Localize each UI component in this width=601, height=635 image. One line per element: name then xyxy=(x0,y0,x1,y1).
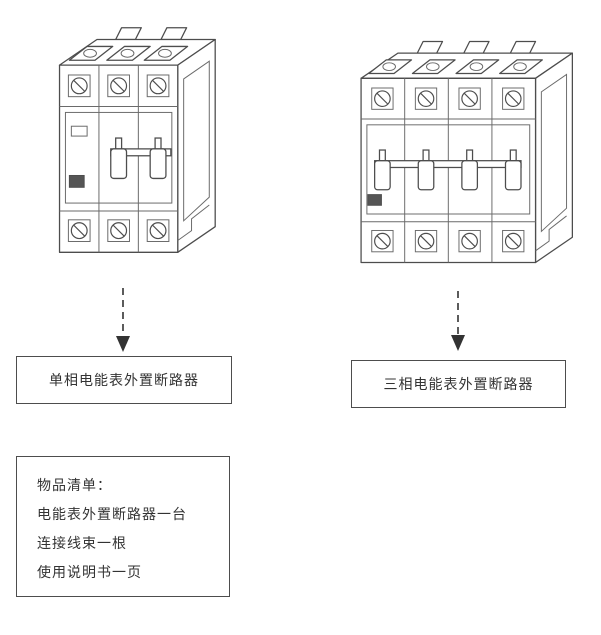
terminal-block-icon xyxy=(143,45,189,61)
lever-tie-bar-icon xyxy=(374,160,522,169)
mount-tab-icon xyxy=(115,27,142,41)
arrow-down-icon xyxy=(116,288,130,352)
contents-item: 连接线束一根 xyxy=(37,535,127,551)
brand-label-icon xyxy=(68,174,85,188)
terminal-block-icon xyxy=(455,59,500,75)
contents-item: 使用说明书一页 xyxy=(37,564,142,580)
mount-tab-icon xyxy=(416,40,444,54)
terminal-hole-icon xyxy=(120,48,135,58)
din-rail-clip-icon xyxy=(177,204,210,241)
front-panel-recess xyxy=(366,124,531,215)
terminal-block-icon xyxy=(68,45,114,61)
left-dashed-arrow xyxy=(112,286,134,361)
three-phase-breaker-illustration xyxy=(332,20,584,287)
side-recess xyxy=(183,60,210,222)
toggle-lever-icon xyxy=(417,160,435,191)
contents-item: 电能表外置断路器一台 xyxy=(37,506,187,522)
single-phase-caption-box: 单相电能表外置断路器 xyxy=(16,356,232,404)
terminal-block-icon xyxy=(411,59,456,75)
three-phase-caption: 三相电能表外置断路器 xyxy=(383,376,534,392)
mount-tab-icon xyxy=(509,40,537,54)
terminal-block-icon xyxy=(106,45,151,61)
single-phase-caption: 单相电能表外置断路器 xyxy=(49,372,199,388)
toggle-lever-icon xyxy=(504,160,522,191)
terminal-block-icon xyxy=(499,59,543,75)
single-phase-breaker-illustration xyxy=(22,8,234,279)
terminal-hole-icon xyxy=(513,62,527,72)
front-panel-recess xyxy=(64,111,173,204)
indicator-window-icon xyxy=(70,125,88,137)
terminal-hole-icon xyxy=(469,62,484,72)
right-dashed-arrow xyxy=(447,289,469,360)
terminal-hole-icon xyxy=(426,62,440,72)
three-phase-breaker-drawing xyxy=(360,40,573,264)
single-phase-breaker-drawing xyxy=(58,27,216,253)
toggle-lever-icon xyxy=(374,160,391,191)
package-contents-box: 物品清单： 电能表外置断路器一台 连接线束一根 使用说明书一页 xyxy=(16,456,230,597)
mount-tab-icon xyxy=(463,40,490,54)
brand-label-icon xyxy=(367,194,382,206)
three-phase-caption-box: 三相电能表外置断路器 xyxy=(351,360,566,408)
toggle-lever-icon xyxy=(149,148,167,180)
din-rail-clip-icon xyxy=(535,215,567,252)
side-recess xyxy=(540,73,568,233)
contents-title: 物品清单： xyxy=(37,477,112,493)
mount-tab-icon xyxy=(160,27,188,41)
arrow-down-icon xyxy=(451,291,465,351)
terminal-block-icon xyxy=(368,59,413,75)
terminal-hole-icon xyxy=(158,48,172,58)
terminal-hole-icon xyxy=(382,62,396,72)
toggle-lever-icon xyxy=(110,148,128,180)
terminal-hole-icon xyxy=(83,48,97,58)
toggle-lever-icon xyxy=(461,160,479,191)
